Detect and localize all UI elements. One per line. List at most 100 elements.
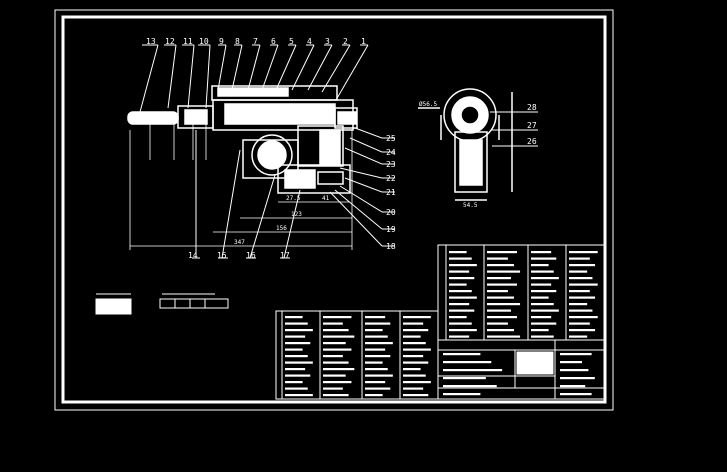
table-cell-text bbox=[487, 264, 514, 267]
table-cell-text bbox=[569, 270, 588, 273]
top-callout-labels: 13 12 11 10 9 8 7 6 5 4 3 2 1 bbox=[146, 37, 366, 46]
callout-26: 26 bbox=[527, 137, 537, 146]
table-cell-text bbox=[285, 394, 313, 397]
table-cell-text bbox=[487, 277, 511, 280]
table-cell-text bbox=[403, 316, 431, 319]
table-cell-text bbox=[323, 387, 343, 390]
gripper-box bbox=[277, 164, 351, 194]
callout-3: 3 bbox=[325, 37, 330, 46]
table-cell-text bbox=[365, 368, 388, 371]
table-cell-text bbox=[403, 322, 424, 325]
dim-123: 123 bbox=[291, 211, 302, 218]
table-cell-text bbox=[285, 316, 303, 319]
callout-25: 25 bbox=[386, 134, 396, 143]
table-cell-text bbox=[443, 353, 481, 356]
callout-9: 9 bbox=[219, 37, 224, 46]
side-wheel-hub bbox=[460, 105, 480, 125]
table-cell-text bbox=[285, 387, 308, 390]
table-cell-text bbox=[531, 251, 552, 254]
table-cell-text bbox=[487, 329, 514, 332]
outer-sheet-border bbox=[54, 9, 614, 411]
table-cell-text bbox=[323, 355, 343, 358]
table-cell-text bbox=[285, 348, 303, 351]
table-cell-text bbox=[449, 296, 477, 299]
table-cell-text bbox=[285, 322, 308, 325]
cylinder-core bbox=[184, 109, 208, 125]
bottom-callouts bbox=[192, 130, 301, 259]
table-cell-text bbox=[569, 283, 598, 286]
legend-box-left bbox=[95, 298, 132, 315]
table-cell-text bbox=[449, 322, 472, 325]
table-cell-text bbox=[487, 257, 508, 260]
table-cell-text bbox=[285, 381, 303, 384]
table-cell-text bbox=[449, 329, 477, 332]
table-cell-text bbox=[403, 368, 421, 371]
table-cell-text bbox=[323, 342, 346, 345]
callout-5: 5 bbox=[289, 37, 294, 46]
table-cell-text bbox=[531, 257, 557, 260]
side-body bbox=[454, 131, 488, 193]
table-cell-text bbox=[531, 290, 557, 293]
table-cell-text bbox=[449, 264, 477, 267]
table-cell-text bbox=[323, 394, 349, 397]
dim-side-diameter: Ø56.5 bbox=[419, 101, 437, 108]
callout-24: 24 bbox=[386, 148, 396, 157]
table-cell-text bbox=[285, 361, 313, 364]
table-cell-text bbox=[560, 385, 586, 388]
title-block bbox=[437, 339, 606, 400]
callout-27: 27 bbox=[527, 121, 537, 130]
table-cell-text bbox=[443, 361, 492, 364]
table-cell-text bbox=[569, 335, 588, 338]
dim-41: 41 bbox=[322, 195, 330, 202]
table-cell-text bbox=[443, 369, 503, 372]
callout-8: 8 bbox=[235, 37, 240, 46]
side-view-labels: 28 27 26 54.5 Ø56.5 bbox=[419, 101, 537, 209]
table-cell-text bbox=[365, 342, 393, 345]
right-callouts bbox=[329, 127, 395, 247]
table-cell-text bbox=[531, 329, 549, 332]
table-cell-text bbox=[531, 316, 552, 319]
table-cell-text bbox=[531, 335, 554, 338]
table-cell-text bbox=[487, 316, 518, 319]
table-cell-text bbox=[323, 322, 343, 325]
parts-list-table bbox=[437, 244, 606, 341]
table-cell-text bbox=[323, 361, 349, 364]
table-cell-text bbox=[403, 348, 431, 351]
table-cell-text bbox=[531, 264, 549, 267]
side-view-leaders bbox=[490, 111, 538, 147]
table-cell-text bbox=[323, 374, 346, 377]
dimension-lines bbox=[129, 120, 353, 250]
table-cell-text bbox=[323, 348, 352, 351]
dim-156: 156 bbox=[276, 225, 287, 232]
table-cell-text bbox=[531, 270, 554, 273]
callout-23: 23 bbox=[386, 160, 396, 169]
upper-rail bbox=[217, 87, 289, 97]
table-cell-text bbox=[531, 303, 554, 306]
table-cell-text bbox=[285, 329, 313, 332]
lower-table-rows bbox=[285, 316, 431, 397]
table-cell-text bbox=[531, 322, 557, 325]
table-cell-text bbox=[365, 387, 391, 390]
table-cell-text bbox=[403, 342, 426, 345]
bottom-callout-labels: 14 15 16 17 bbox=[188, 251, 290, 260]
right-callout-labels: 25 24 23 22 21 20 19 18 bbox=[386, 134, 396, 251]
dim-side-width: 54.5 bbox=[463, 202, 478, 209]
table-cell-text bbox=[449, 277, 475, 280]
callout-19: 19 bbox=[386, 225, 396, 234]
table-cell-text bbox=[569, 251, 598, 254]
title-block-logo-area bbox=[516, 351, 554, 375]
table-cell-text bbox=[449, 316, 467, 319]
table-cell-text bbox=[569, 264, 596, 267]
gear-hub bbox=[257, 140, 287, 170]
callout-22: 22 bbox=[386, 174, 396, 183]
table-cell-text bbox=[560, 369, 589, 372]
table-cell-text bbox=[323, 335, 355, 338]
table-cell-text bbox=[323, 381, 352, 384]
table-cell-text bbox=[569, 290, 590, 293]
table-cell-text bbox=[569, 309, 593, 312]
gear-housing bbox=[242, 139, 299, 179]
callout-10: 10 bbox=[199, 37, 209, 46]
callout-18: 18 bbox=[386, 242, 396, 251]
table-cell-text bbox=[449, 251, 467, 254]
